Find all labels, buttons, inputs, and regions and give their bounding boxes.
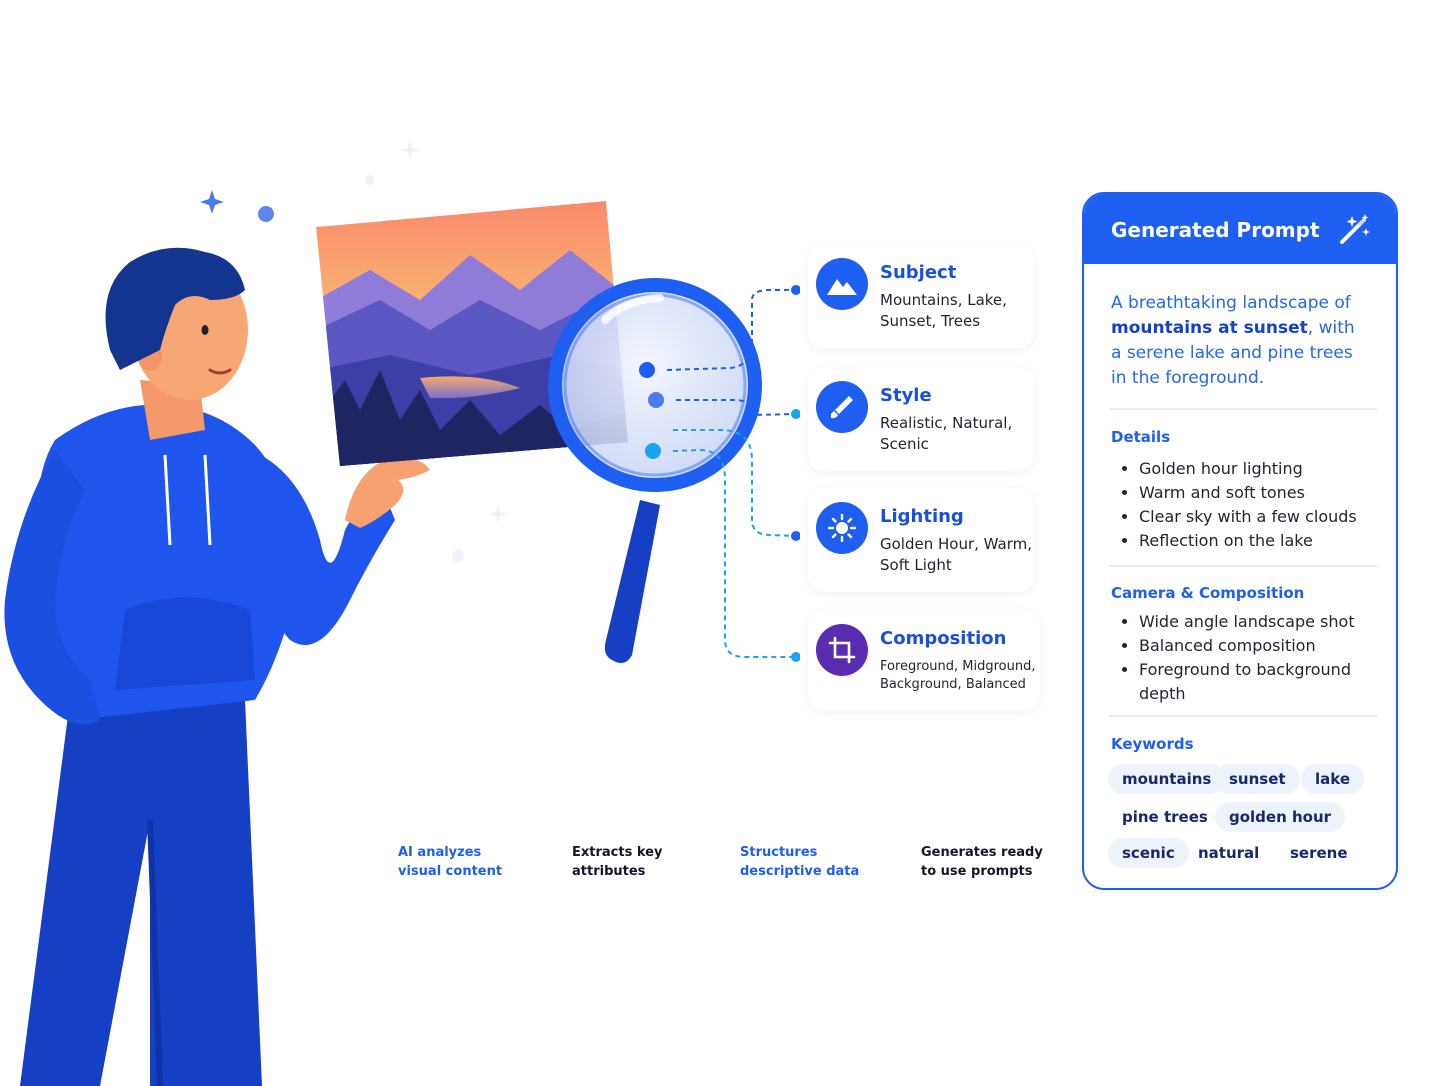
divider [1109,408,1377,410]
attribute-title: Subject [880,262,957,283]
attribute-card-subject: Subject Mountains, Lake, Sunset, Trees [808,244,1034,348]
brush-icon [816,381,868,433]
attribute-description: Realistic, Natural, Scenic [880,414,1013,453]
crop-icon [816,624,868,676]
camera-heading: Camera & Composition [1111,584,1305,602]
details-heading: Details [1111,428,1171,446]
keyword-chip[interactable]: lake [1301,764,1365,794]
attribute-card-lighting: Lighting Golden Hour, Warm, Soft Light [808,488,1034,592]
step-structure: Structures descriptive data [740,845,860,879]
illustration-person-with-magnifier [4,140,800,1086]
list-item: Balanced composition [1139,634,1389,658]
attribute-title: Style [880,385,932,406]
prompt-text-start: A breathtaking landscape of [1111,293,1351,313]
attribute-description: Foreground, Midground, Background, Balan… [880,659,1036,692]
attribute-description: Mountains, Lake, Sunset, Trees [880,291,1007,330]
step-analyze: AI analyzes visual content [398,845,503,879]
landscape-photo [316,201,628,466]
keyword-chip[interactable]: mountains [1108,764,1226,794]
list-item: Reflection on the lake [1139,529,1389,553]
camera-list: Wide angle landscape shot Balanced compo… [1111,610,1389,706]
keyword-chip[interactable]: natural [1198,844,1260,862]
prompt-text: A breathtaking landscape of mountains at… [1111,291,1361,391]
generated-prompt-panel: Generated Prompt A breathtaking landscap… [1082,192,1398,890]
magic-wand-icon[interactable] [1338,212,1372,251]
panel-header: Generated Prompt [1084,194,1396,264]
attribute-description: Golden Hour, Warm, Soft Light [880,535,1033,574]
attribute-title: Lighting [880,506,964,527]
sparkle-icon [200,190,274,222]
panel-title: Generated Prompt [1111,218,1320,242]
list-item: Wide angle landscape shot [1139,610,1389,634]
keyword-chip[interactable]: golden hour [1215,802,1346,832]
attribute-title: Composition [880,628,1007,649]
keywords-heading: Keywords [1111,735,1194,753]
divider [1109,565,1377,567]
keyword-chip[interactable]: serene [1290,844,1348,862]
keyword-chip[interactable]: sunset [1215,764,1300,794]
list-item: Golden hour lighting [1139,457,1389,481]
mountain-icon [816,258,868,310]
keyword-chip[interactable]: scenic [1108,838,1189,868]
step-generate: Generates ready to use prompts [921,845,1043,879]
prompt-text-highlight: mountains at sunset [1111,318,1308,338]
keyword-chip[interactable]: pine trees [1122,808,1208,826]
list-item: Clear sky with a few clouds [1139,505,1389,529]
list-item: Foreground to background depth [1139,658,1389,706]
details-list: Golden hour lighting Warm and soft tones… [1111,457,1389,553]
divider [1109,715,1377,717]
sun-icon [816,502,868,554]
step-extract: Extracts key attributes [572,845,663,879]
attribute-card-style: Style Realistic, Natural, Scenic [808,367,1034,471]
prompt-text-end: , with a serene lake and pine trees in t… [1111,318,1355,388]
attribute-card-composition: Composition Foreground, Midground, Backg… [808,610,1040,710]
list-item: Warm and soft tones [1139,481,1389,505]
